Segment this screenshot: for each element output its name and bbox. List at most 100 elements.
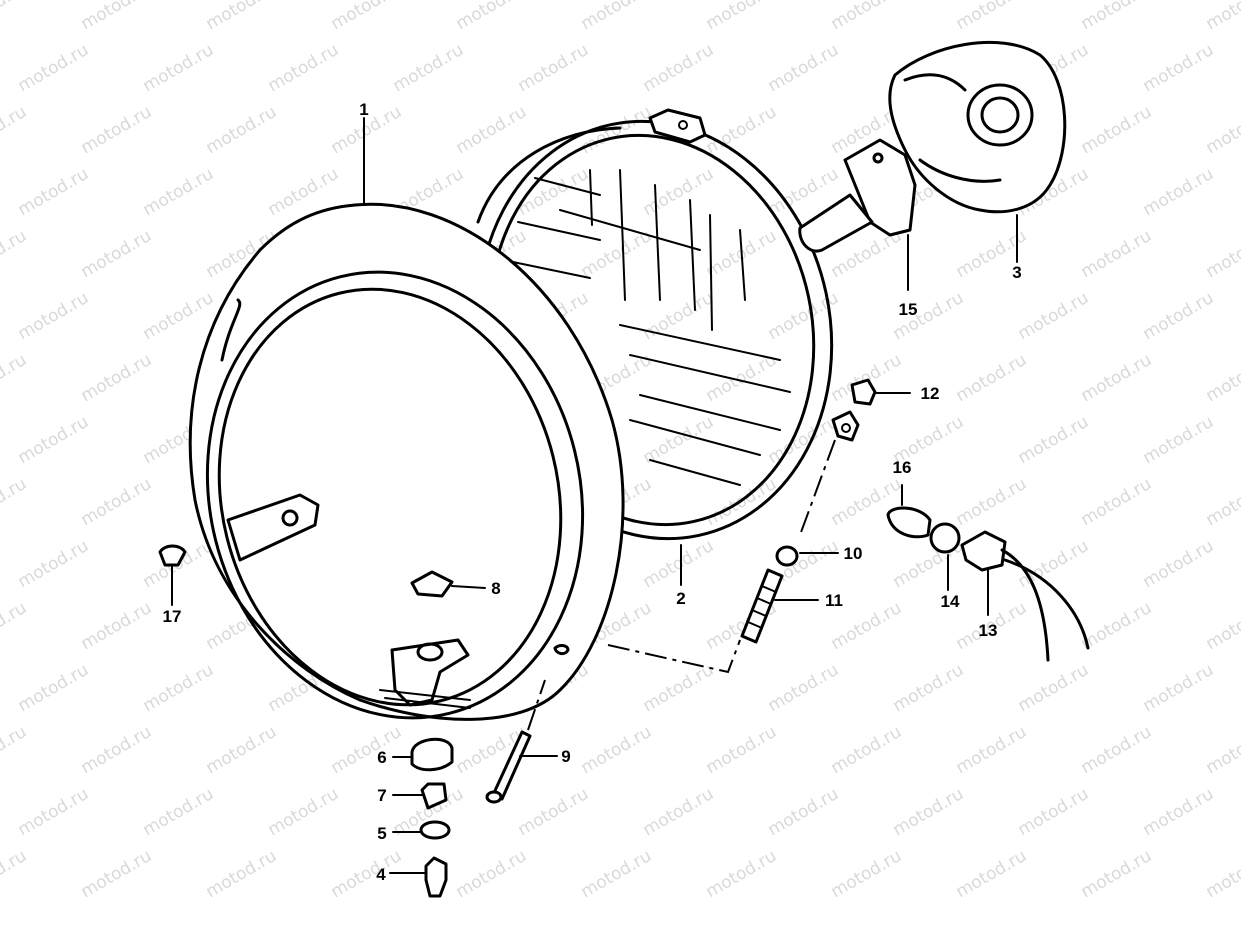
- callout-10: 10: [844, 544, 863, 563]
- watermark-text: motod.ru: [1078, 102, 1156, 158]
- watermark-text: motod.ru: [1140, 412, 1218, 468]
- watermark-text: motod.ru: [765, 660, 843, 716]
- part-10-nut: [775, 545, 799, 567]
- watermark-text: motod.ru: [765, 40, 843, 96]
- part-4-bolt: [424, 856, 448, 898]
- watermark-text: motod.ru: [1203, 474, 1241, 530]
- part-12-clip: [850, 378, 877, 406]
- watermark-text: motod.ru: [140, 40, 218, 96]
- watermark-text: motod.ru: [1015, 288, 1093, 344]
- watermark-text: motod.ru: [1078, 598, 1156, 654]
- watermark-text: motod.ru: [1203, 102, 1241, 158]
- watermark-text: motod.ru: [0, 350, 30, 406]
- watermark-text: motod.ru: [203, 102, 281, 158]
- callout-4: 4: [376, 865, 386, 884]
- callout-1: 1: [359, 100, 368, 119]
- watermark-text: motod.ru: [1015, 660, 1093, 716]
- watermark-text: motod.ru: [1078, 226, 1156, 282]
- watermark-text: motod.ru: [578, 0, 656, 34]
- watermark-text: motod.ru: [140, 784, 218, 840]
- watermark-text: motod.ru: [640, 660, 718, 716]
- watermark-text: motod.ru: [140, 288, 218, 344]
- callout-5: 5: [377, 824, 386, 843]
- watermark-text: motod.ru: [953, 722, 1031, 778]
- part-11-spring: [740, 568, 784, 644]
- callout-11: 11: [825, 591, 843, 610]
- part-5-washer: [419, 820, 451, 840]
- watermark-text: motod.ru: [78, 846, 156, 902]
- watermark-text: motod.ru: [0, 598, 30, 654]
- watermark-text: motod.ru: [1140, 784, 1218, 840]
- watermark-text: motod.ru: [0, 226, 30, 282]
- watermark-text: motod.ru: [1140, 164, 1218, 220]
- part-9-screw: [485, 730, 532, 804]
- watermark-text: motod.ru: [640, 164, 718, 220]
- watermark-text: motod.ru: [1203, 350, 1241, 406]
- watermark-text: motod.ru: [828, 722, 906, 778]
- watermark-text: motod.ru: [0, 722, 30, 778]
- watermark-text: motod.ru: [78, 0, 156, 34]
- watermark-text: motod.ru: [1203, 226, 1241, 282]
- callout-14: 14: [941, 592, 960, 611]
- part-17-cap: [158, 544, 187, 567]
- watermark-text: motod.ru: [453, 846, 531, 902]
- watermark-text: motod.ru: [640, 536, 718, 592]
- watermark-text: motod.ru: [0, 102, 30, 158]
- callout-13: 13: [979, 621, 998, 640]
- watermark-text: motod.ru: [328, 0, 406, 34]
- callout-6: 6: [377, 748, 386, 767]
- watermark-text: motod.ru: [515, 40, 593, 96]
- watermark-text: motod.ru: [578, 846, 656, 902]
- watermark-text: motod.ru: [765, 412, 843, 468]
- watermark-text: motod.ru: [15, 784, 93, 840]
- part-3-housing-cap: [888, 40, 1067, 214]
- watermark-text: motod.ru: [15, 412, 93, 468]
- watermark-text: motod.ru: [890, 660, 968, 716]
- watermark-text: motod.ru: [140, 164, 218, 220]
- watermark-text: motod.ru: [78, 722, 156, 778]
- watermark-text: motod.ru: [328, 722, 406, 778]
- watermark-text: motod.ru: [78, 226, 156, 282]
- lens-texture: [512, 169, 791, 486]
- watermark-text: motod.ru: [1015, 412, 1093, 468]
- watermark-text: motod.ru: [1078, 474, 1156, 530]
- watermark-text: motod.ru: [953, 350, 1031, 406]
- callout-16: 16: [893, 458, 912, 477]
- watermark-text: motod.ru: [765, 784, 843, 840]
- watermark-text: motod.ru: [15, 660, 93, 716]
- watermark-text: motod.ru: [640, 40, 718, 96]
- watermark-text: motod.ru: [703, 0, 781, 34]
- watermark-text: motod.ru: [703, 722, 781, 778]
- watermark-text: motod.ru: [1140, 40, 1218, 96]
- watermark-text: motod.ru: [1203, 0, 1241, 34]
- watermark-text: motod.ru: [953, 0, 1031, 34]
- watermark-text: motod.ru: [1140, 288, 1218, 344]
- watermark-text: motod.ru: [0, 846, 30, 902]
- watermark-text: motod.ru: [890, 784, 968, 840]
- watermark-text: motod.ru: [0, 0, 30, 34]
- callout-2: 2: [676, 589, 685, 608]
- watermark-text: motod.ru: [203, 722, 281, 778]
- watermark-text: motod.ru: [265, 784, 343, 840]
- watermark-text: motod.ru: [140, 660, 218, 716]
- watermark-text: motod.ru: [1015, 784, 1093, 840]
- watermark-text: motod.ru: [1203, 598, 1241, 654]
- watermark-text: motod.ru: [703, 846, 781, 902]
- callout-17: 17: [163, 607, 182, 626]
- part-7-collar: [420, 782, 448, 810]
- watermark-text: motod.ru: [1078, 350, 1156, 406]
- callout-labels: 1 2 3 4 5 6 7 8 9 10 11 12 13 14 15 16 1…: [163, 100, 1022, 884]
- callout-3: 3: [1012, 263, 1021, 282]
- watermark-text: motod.ru: [1203, 722, 1241, 778]
- watermark-text: motod.ru: [1078, 846, 1156, 902]
- watermark-text: motod.ru: [203, 0, 281, 34]
- part-15-bulb: [798, 138, 917, 253]
- watermark-text: motod.ru: [1078, 722, 1156, 778]
- watermark-text: motod.ru: [390, 40, 468, 96]
- part-16-14-13-socket-assembly: [886, 506, 1090, 662]
- watermark-text: motod.ru: [1140, 660, 1218, 716]
- callout-7: 7: [377, 786, 386, 805]
- watermark-text: motod.ru: [1015, 536, 1093, 592]
- watermark-text: motod.ru: [578, 722, 656, 778]
